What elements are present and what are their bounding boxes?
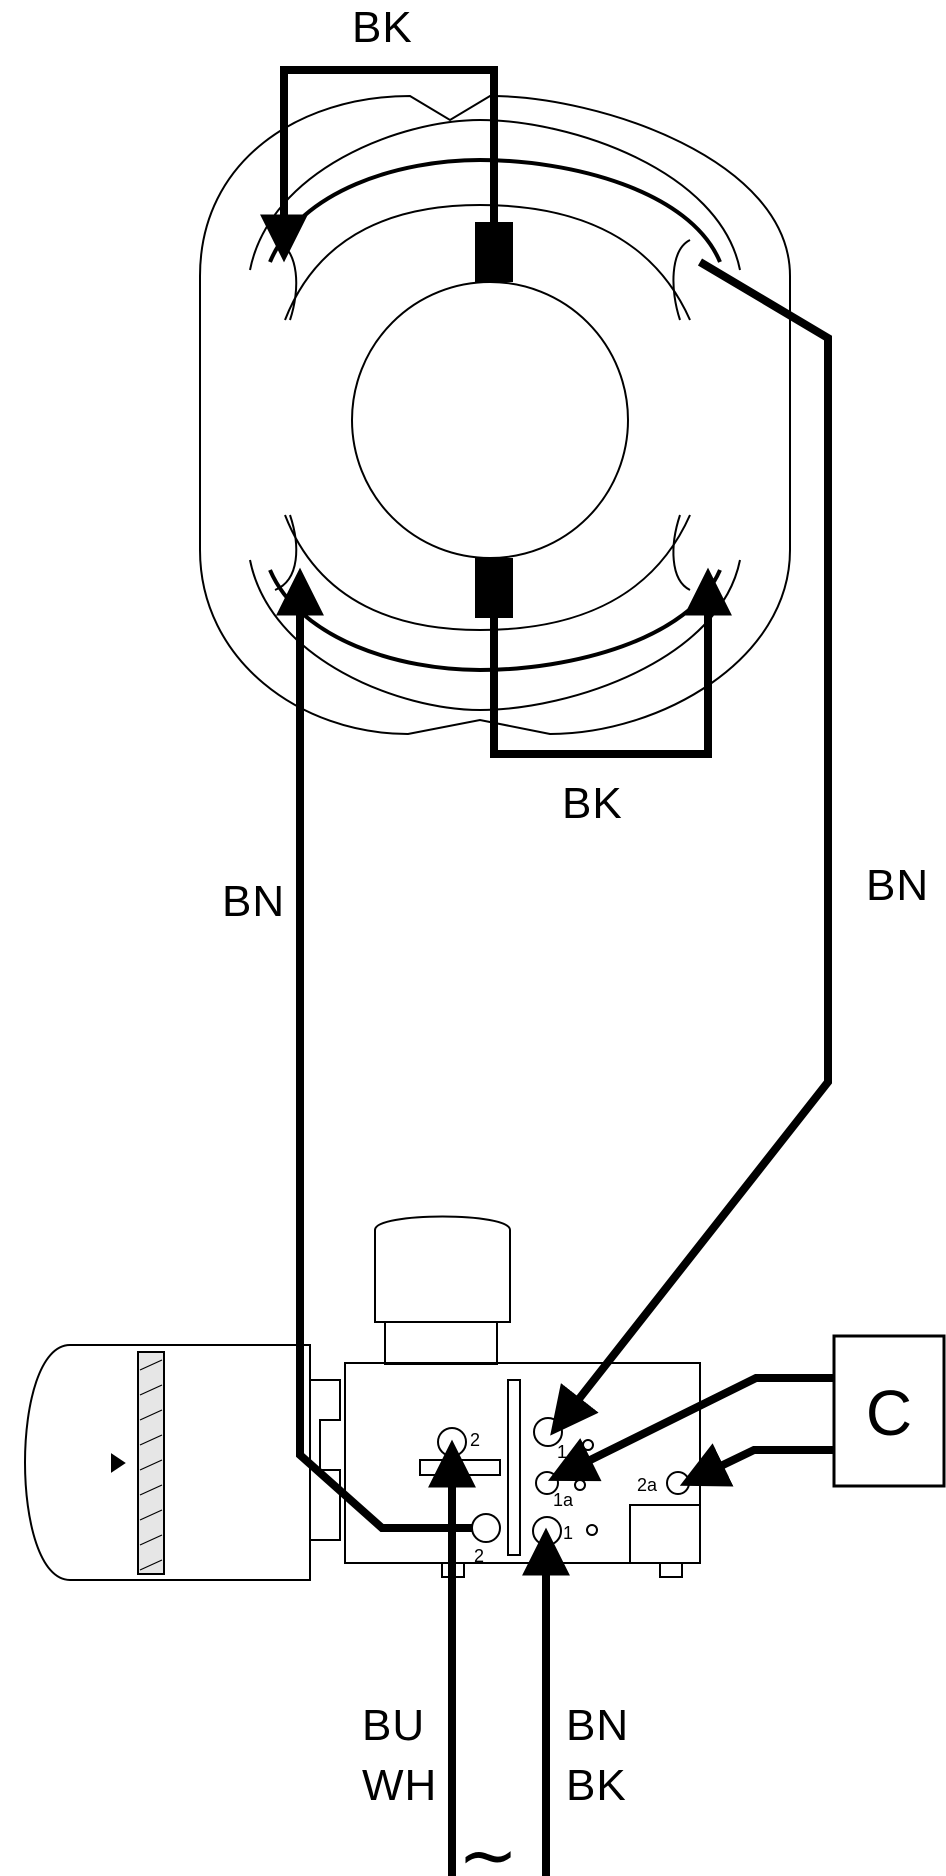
label-bk-top: BK: [352, 3, 413, 52]
terminal-label-1a: 1a: [553, 1490, 574, 1510]
label-supply-right-1: BN: [566, 1701, 629, 1750]
pole-shoe-bottom: [284, 514, 691, 632]
brush-icon: [475, 222, 513, 282]
terminal-2-bottom: [471, 1513, 501, 1543]
field-coil-lower-inner: [268, 569, 722, 673]
switch-housing: [344, 1362, 701, 1564]
capacitor-icon: C: [832, 1334, 946, 1488]
direction-marker-icon: [111, 1453, 126, 1473]
terminal-label-1-bottom: 1: [563, 1523, 573, 1543]
coil-end-left-bottom: [274, 514, 298, 591]
label-supply-left-1: BU: [362, 1701, 425, 1750]
brush-icon: [475, 558, 513, 618]
lock-button: [374, 1215, 511, 1323]
label-bn-left: BN: [222, 877, 285, 926]
terminal-2-top: [437, 1427, 467, 1457]
terminal-label-2a: 2a: [637, 1475, 658, 1495]
ac-supply-icon: ~: [458, 1813, 518, 1876]
wire-labels: BK BK BN BN BU WH BN BK ~: [222, 3, 929, 1876]
terminal-label-1-top: 1: [557, 1442, 567, 1462]
stator-outer-outline: [199, 94, 791, 736]
wire-bk-top: [260, 66, 498, 263]
terminal-2a: [666, 1471, 690, 1495]
terminal-small-2: [574, 1479, 586, 1491]
trigger-knob: [24, 1344, 311, 1581]
label-bk-bottom: BK: [562, 779, 623, 828]
field-coil-upper: [249, 118, 741, 271]
coil-end-left-top: [274, 239, 298, 321]
wire-bn-left: [276, 567, 472, 1532]
terminal-label-2-top: 2: [470, 1430, 480, 1450]
wire-cap-2a: [679, 1443, 834, 1487]
switch-divider: [507, 1379, 521, 1556]
terminal-label-2-bottom: 2: [474, 1546, 484, 1566]
trigger-grip: [137, 1351, 165, 1575]
terminal-labels: 2 2 1 1a 1 2a: [470, 1430, 658, 1566]
label-bn-right: BN: [866, 861, 929, 910]
coil-end-right-top: [672, 239, 691, 321]
wires: [260, 66, 834, 1876]
label-supply-left-2: WH: [362, 1761, 437, 1810]
capacitor-box: [832, 1334, 946, 1488]
wire-bn-right: [550, 258, 832, 1436]
terminal-1a: [535, 1471, 559, 1495]
terminal-1-bottom: [532, 1516, 562, 1546]
pole-shoe-top: [284, 203, 691, 321]
rotor-icon: [351, 281, 629, 559]
trigger-grip-hatch: [139, 1359, 163, 1571]
lock-button-base: [384, 1321, 498, 1365]
label-supply-right-2: BK: [566, 1761, 627, 1810]
trigger-connector: [310, 1379, 341, 1541]
switch-corner-block: [629, 1504, 701, 1564]
switch-body-icon: [24, 1215, 701, 1581]
switch-rail: [419, 1459, 501, 1476]
coil-end-right-bottom: [672, 514, 691, 591]
capacitor-label: C: [866, 1377, 912, 1449]
terminal-small-3: [586, 1524, 598, 1536]
wire-bk-bottom: [490, 567, 732, 758]
terminal-small-1: [582, 1439, 594, 1451]
wire-cap-1a: [547, 1374, 834, 1482]
motor-assembly: [199, 94, 791, 736]
field-coil-upper-inner: [268, 157, 722, 263]
switch-foot-right: [659, 1562, 683, 1578]
